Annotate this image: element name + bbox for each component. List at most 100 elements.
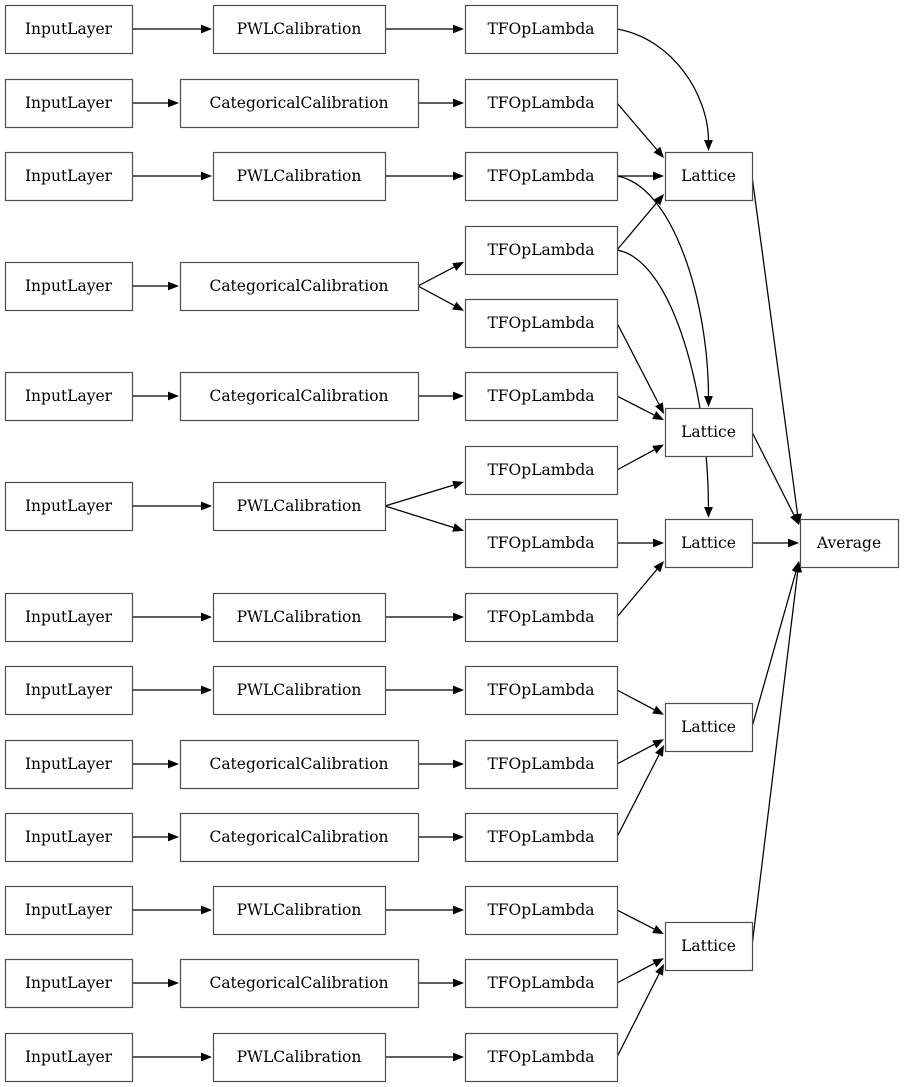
node-tf11[interactable]: TFOpLambda	[464, 739, 619, 790]
node-tf2[interactable]: TFOpLambda	[464, 78, 619, 129]
node-tf4[interactable]: TFOpLambda	[464, 225, 619, 276]
node-lat3[interactable]: Lattice	[664, 518, 754, 569]
node-cal10[interactable]: CategoricalCalibration	[179, 812, 420, 863]
node-cal6[interactable]: PWLCalibration	[212, 481, 387, 532]
edge-in13-to-cal13	[132, 1052, 212, 1062]
node-cal11[interactable]: PWLCalibration	[212, 885, 387, 936]
node-in8[interactable]: InputLayer	[4, 665, 134, 716]
node-box-tfop-lambda	[464, 1032, 619, 1083]
node-label-lat5: Lattice	[681, 937, 736, 955]
node-cal3[interactable]: PWLCalibration	[212, 151, 387, 202]
arrowhead-icon	[201, 905, 212, 915]
node-in13[interactable]: InputLayer	[4, 1032, 134, 1083]
node-tf9[interactable]: TFOpLambda	[464, 592, 619, 643]
node-tf3[interactable]: TFOpLambda	[464, 151, 619, 202]
edge-cal7-to-tf9	[385, 612, 464, 622]
edge-line	[384, 505, 454, 529]
arrowhead-icon	[168, 98, 179, 108]
node-cal4[interactable]: CategoricalCalibration	[179, 261, 420, 312]
node-tf14[interactable]: TFOpLambda	[464, 958, 619, 1009]
node-in6[interactable]: InputLayer	[4, 481, 134, 532]
node-cal8[interactable]: PWLCalibration	[212, 665, 387, 716]
node-cal5[interactable]: CategoricalCalibration	[179, 371, 420, 422]
node-box-pwlcalibration	[212, 1032, 387, 1083]
node-box-lattice	[664, 151, 754, 202]
node-cal1[interactable]: PWLCalibration	[212, 4, 387, 55]
edge-line	[417, 285, 455, 307]
node-in9[interactable]: InputLayer	[4, 739, 134, 790]
node-box-tfop-lambda	[464, 518, 619, 569]
arrowhead-icon	[652, 958, 664, 968]
node-in10[interactable]: InputLayer	[4, 812, 134, 863]
node-in4[interactable]: InputLayer	[4, 261, 134, 312]
node-label-lat4: Lattice	[681, 718, 736, 736]
edge-in8-to-cal8	[132, 685, 212, 695]
node-lat1[interactable]: Lattice	[664, 151, 754, 202]
edge-lat4-to-avg	[751, 561, 801, 728]
node-tf13[interactable]: TFOpLambda	[464, 885, 619, 936]
node-box-categorical-calibration	[179, 261, 420, 312]
node-in12[interactable]: InputLayer	[4, 958, 134, 1009]
node-lat5[interactable]: Lattice	[664, 921, 754, 972]
arrowhead-icon	[452, 301, 464, 311]
edge-tf4-to-lat1	[616, 194, 664, 251]
node-cal2[interactable]: CategoricalCalibration	[179, 78, 420, 129]
node-tf7[interactable]: TFOpLambda	[464, 445, 619, 496]
node-cal9[interactable]: CategoricalCalibration	[179, 739, 420, 790]
arrowhead-icon	[452, 480, 464, 490]
node-box-pwlcalibration	[212, 665, 387, 716]
edge-line	[417, 266, 455, 287]
node-cal12[interactable]: CategoricalCalibration	[179, 958, 420, 1009]
node-cal13[interactable]: PWLCalibration	[212, 1032, 387, 1083]
node-tf5[interactable]: TFOpLambda	[464, 298, 619, 349]
node-box-input-layer	[4, 4, 134, 55]
node-label-cal12: CategoricalCalibration	[209, 974, 388, 992]
edge-lat1-to-avg	[751, 175, 802, 525]
edge-line	[616, 395, 655, 416]
node-tf15[interactable]: TFOpLambda	[464, 1032, 619, 1083]
node-tf6[interactable]: TFOpLambda	[464, 371, 619, 422]
edge-cal9-to-tf11	[418, 759, 464, 769]
arrowhead-icon	[168, 832, 179, 842]
node-in5[interactable]: InputLayer	[4, 371, 134, 422]
node-in3[interactable]: InputLayer	[4, 151, 134, 202]
node-tf1[interactable]: TFOpLambda	[464, 4, 619, 55]
node-lat4[interactable]: Lattice	[664, 702, 754, 753]
edge-line	[384, 484, 454, 507]
node-box-input-layer	[4, 665, 134, 716]
node-in1[interactable]: InputLayer	[4, 4, 134, 55]
node-label-in10: InputLayer	[25, 828, 113, 846]
node-lat2[interactable]: Lattice	[664, 407, 754, 458]
node-tf12[interactable]: TFOpLambda	[464, 812, 619, 863]
node-box-tfop-lambda	[464, 739, 619, 790]
edge-in5-to-cal5	[132, 391, 179, 401]
node-label-tf14: TFOpLambda	[487, 974, 594, 992]
edge-tf11-to-lat4	[616, 739, 664, 765]
edge-tf4-to-lat3	[616, 249, 713, 518]
node-box-pwlcalibration	[212, 592, 387, 643]
arrowhead-icon	[453, 98, 464, 108]
arrowhead-icon	[704, 396, 713, 407]
node-tf10[interactable]: TFOpLambda	[464, 665, 619, 716]
node-in2[interactable]: InputLayer	[4, 78, 134, 129]
edge-in10-to-cal10	[132, 832, 179, 842]
arrowhead-icon	[201, 24, 212, 34]
node-avg[interactable]: Average	[799, 518, 900, 569]
node-tf8[interactable]: TFOpLambda	[464, 518, 619, 569]
edge-in9-to-cal9	[132, 759, 179, 769]
arrowhead-icon	[168, 759, 179, 769]
node-label-in8: InputLayer	[25, 681, 113, 699]
edge-lat5-to-avg	[751, 561, 803, 947]
node-in7[interactable]: InputLayer	[4, 592, 134, 643]
node-label-lat1: Lattice	[681, 167, 736, 185]
edge-tf8-to-lat3	[617, 538, 664, 548]
node-in11[interactable]: InputLayer	[4, 885, 134, 936]
node-label-tf12: TFOpLambda	[487, 828, 594, 846]
arrowhead-icon	[652, 444, 664, 454]
node-label-in7: InputLayer	[25, 608, 113, 626]
node-cal7[interactable]: PWLCalibration	[212, 592, 387, 643]
node-label-cal4: CategoricalCalibration	[209, 277, 388, 295]
node-box-tfop-lambda	[464, 298, 619, 349]
edge-cal10-to-tf12	[418, 832, 464, 842]
edge-line	[751, 175, 799, 515]
